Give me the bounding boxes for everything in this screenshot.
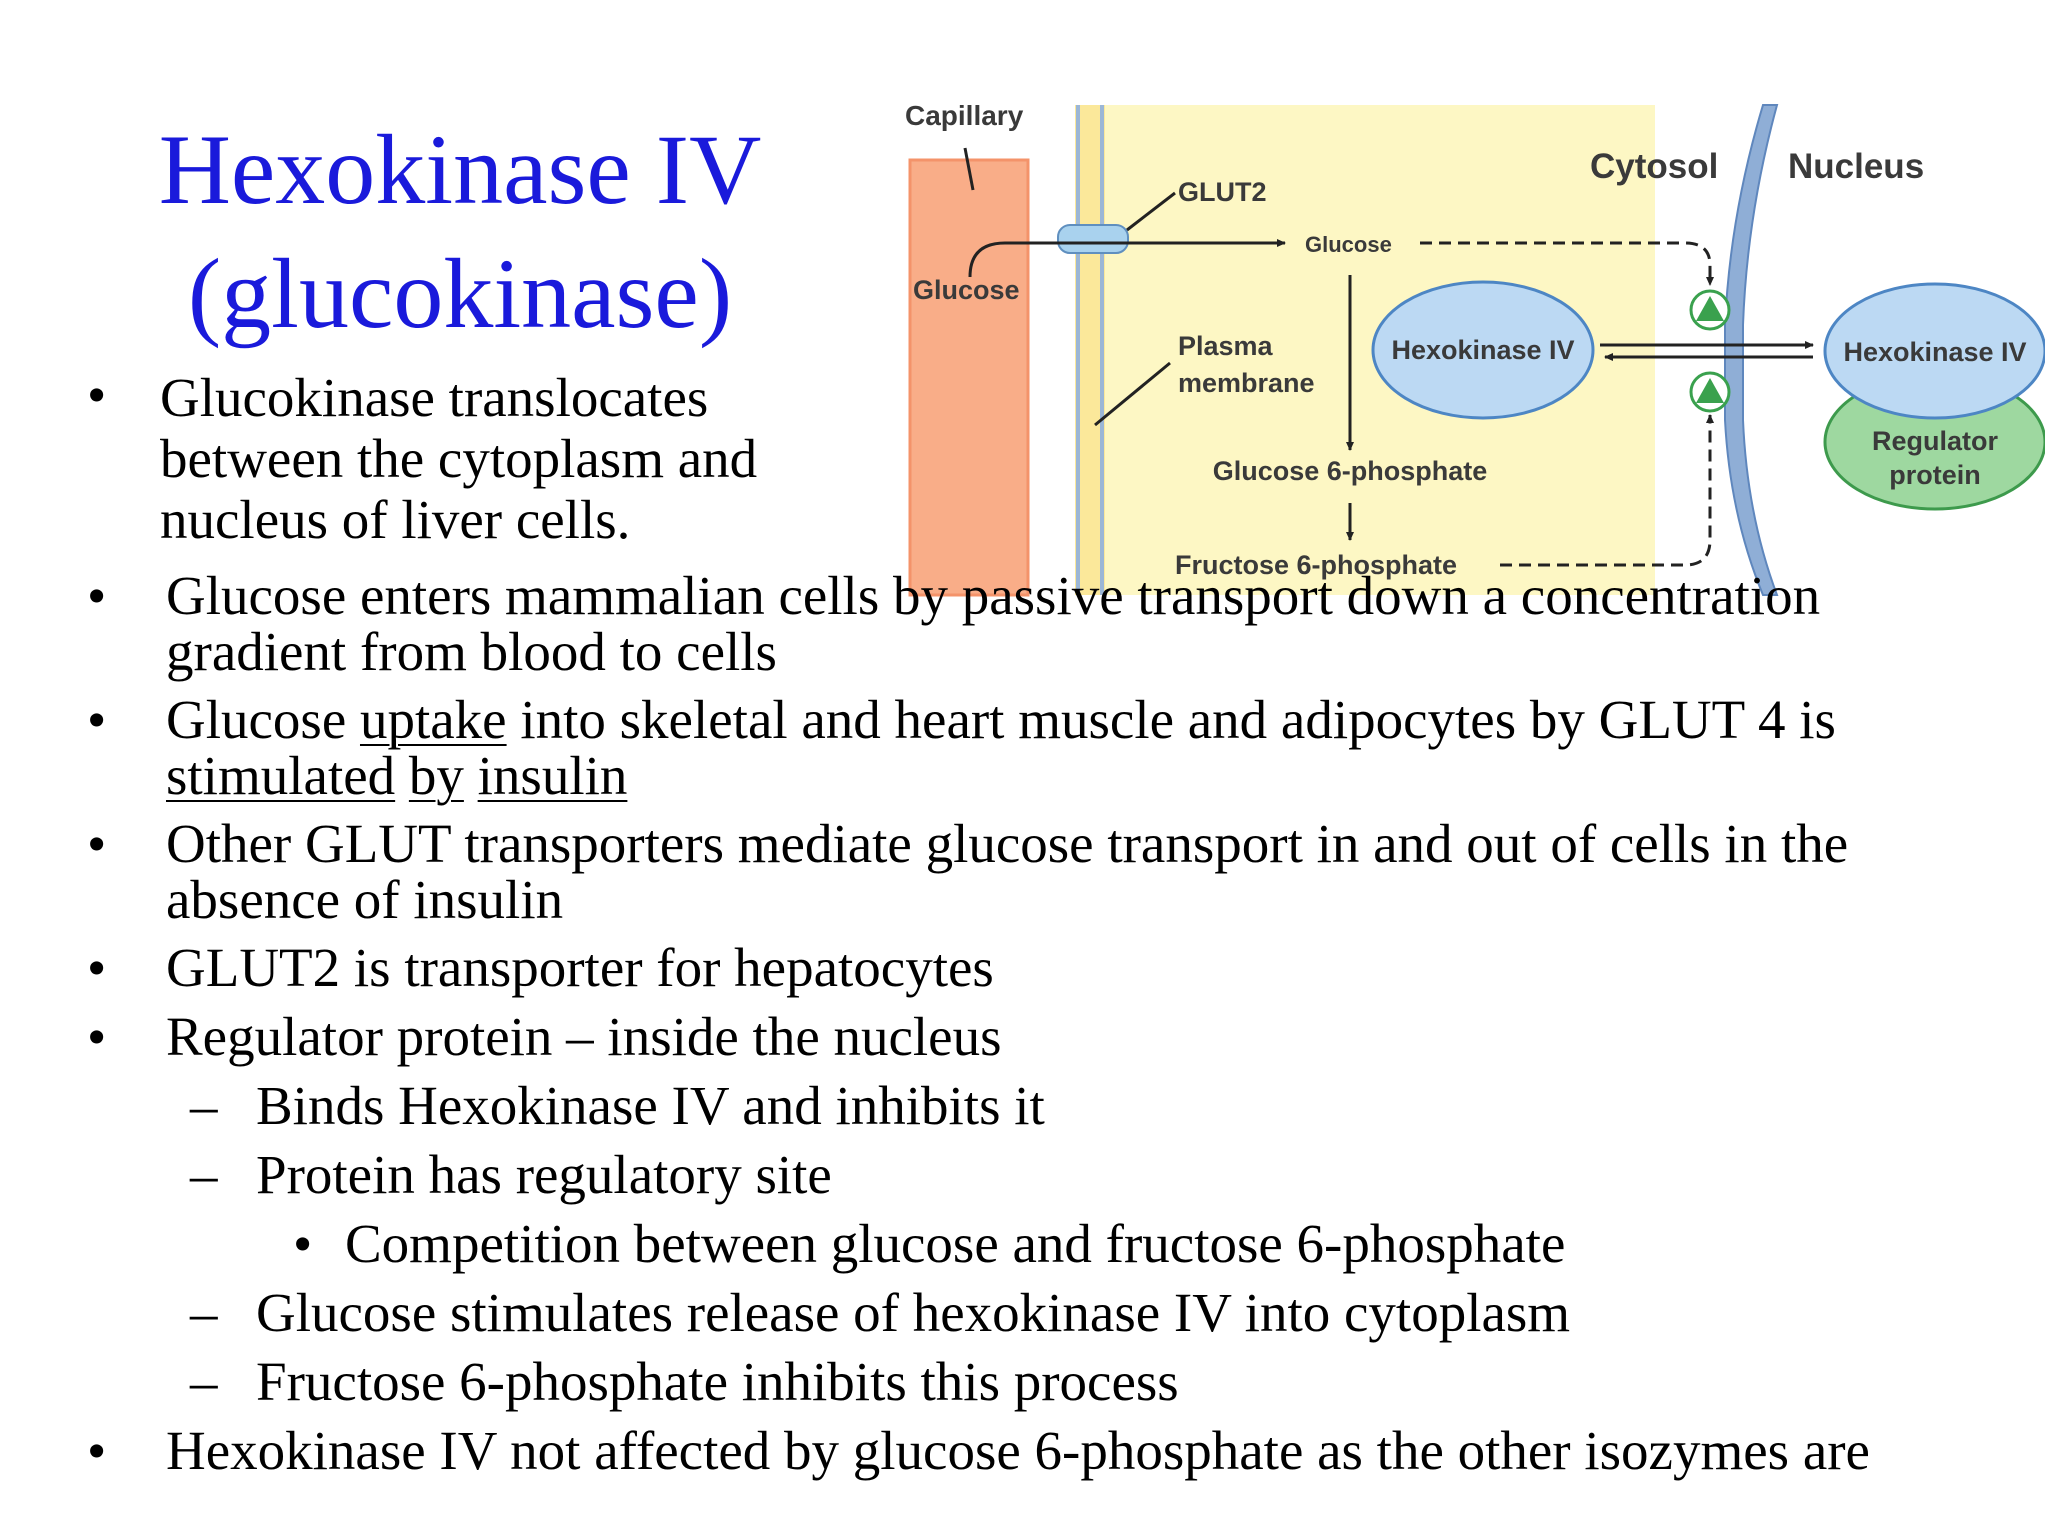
- bullet-text: Glucose uptake into skeletal and heart m…: [166, 692, 1836, 804]
- title-line-2: (glucokinase): [187, 238, 733, 349]
- bullet-line: Glucose enters mammalian cells by passiv…: [166, 565, 1821, 626]
- label-f6p: Fructose 6-phosphate: [1175, 550, 1457, 580]
- bullet-text: Glucose stimulates release of hexokinase…: [256, 1282, 1571, 1343]
- activator-icon-lower: [1689, 371, 1731, 413]
- bullet-text: Hexokinase IV not affected by glucose 6-…: [166, 1420, 1870, 1481]
- bullet-line: Glucokinase translocates: [160, 367, 709, 428]
- nuclear-envelope: [1724, 104, 1779, 596]
- bullet-line: stimulated by insulin: [166, 748, 1836, 804]
- label-plasma-line-1: Plasma: [1178, 331, 1274, 361]
- bullet-marker: •: [87, 1006, 107, 1067]
- label-cytosol: Cytosol: [1590, 147, 1718, 186]
- bullet-marker: •: [87, 364, 107, 425]
- label-glucose-cytosol: Glucose: [1305, 232, 1392, 257]
- bullet-text: Other GLUT transporters mediate glucose …: [166, 816, 1848, 928]
- bullet-text: Competition between glucose and fructose…: [345, 1213, 1566, 1274]
- glucose-transport-arrow: [968, 239, 1286, 278]
- word: [395, 745, 409, 806]
- bullet-marker: •: [87, 1420, 107, 1481]
- capillary-vessel: [908, 158, 1030, 597]
- label-nucleus: Nucleus: [1788, 147, 1924, 186]
- label-hexokinase-cytosol: Hexokinase IV: [1391, 335, 1574, 365]
- slide-title: Hexokinase IV (glucokinase): [95, 108, 825, 356]
- dash-marker: –: [190, 1351, 218, 1412]
- bullet-line: Glucose uptake into skeletal and heart m…: [166, 692, 1836, 748]
- bullet-marker: •: [293, 1213, 313, 1274]
- bullet-text: Protein has regulatory site: [256, 1144, 832, 1205]
- title-line-1: Hexokinase IV: [158, 114, 762, 225]
- label-plasma-line-2: membrane: [1178, 368, 1315, 398]
- label-regulator-line-1: Regulator: [1872, 426, 1999, 456]
- bullet-line: between the cytoplasm and: [160, 428, 758, 489]
- glut2-transporter: [1057, 224, 1129, 254]
- word: into skeletal and heart muscle and adipo…: [506, 689, 1836, 750]
- bullet-line: gradient from blood to cells: [166, 621, 777, 682]
- capillary-pointer: [963, 147, 975, 191]
- bullet-marker: •: [87, 937, 107, 998]
- underlined-word: stimulated: [166, 745, 396, 806]
- bullet-text: Regulator protein – inside the nucleus: [166, 1006, 1002, 1067]
- underlined-word: by: [408, 745, 464, 806]
- underlined-word: uptake: [359, 689, 507, 750]
- bullet-text: Binds Hexokinase IV and inhibits it: [256, 1075, 1045, 1136]
- label-glut2: GLUT2: [1178, 177, 1267, 207]
- word: [464, 745, 478, 806]
- bullet-marker: •: [87, 565, 107, 626]
- hexokinase-nucleus-ellipse: [1823, 282, 2045, 420]
- glut2-pointer: [1126, 191, 1176, 232]
- dash-marker: –: [190, 1075, 218, 1136]
- bullet-marker: •: [87, 813, 107, 874]
- bullet-line: absence of insulin: [166, 869, 564, 930]
- dash-marker: –: [190, 1144, 218, 1205]
- word: Glucose: [166, 689, 360, 750]
- underlined-word: insulin: [477, 745, 628, 806]
- dash-marker: –: [190, 1282, 218, 1343]
- hexokinase-cytosol-ellipse: [1371, 280, 1595, 420]
- label-glucose-blood: Glucose: [913, 275, 1020, 305]
- bullet-text: Glucose enters mammalian cells by passiv…: [166, 568, 1820, 680]
- bullet-text: Fructose 6-phosphate inhibits this proce…: [256, 1351, 1179, 1412]
- bullet-marker: •: [87, 689, 107, 750]
- activator-icon-upper: [1689, 289, 1731, 331]
- label-capillary: Capillary: [905, 100, 1024, 131]
- label-regulator-line-2: protein: [1889, 460, 1981, 490]
- bullet-line: Other GLUT transporters mediate glucose …: [166, 813, 1849, 874]
- bullet-text: GLUT2 is transporter for hepatocytes: [166, 937, 994, 998]
- bullet-line: nucleus of liver cells.: [160, 489, 631, 550]
- label-hexokinase-nucleus: Hexokinase IV: [1843, 337, 2026, 367]
- plasma-membrane-pointer: [1094, 361, 1171, 427]
- glucokinase-translocation-diagram: Capillary Glucose GLUT2 Glucose Cytosol …: [905, 100, 2045, 597]
- bullet-text: Glucokinase translocates between the cyt…: [160, 367, 757, 550]
- label-g6p: Glucose 6-phosphate: [1213, 456, 1488, 486]
